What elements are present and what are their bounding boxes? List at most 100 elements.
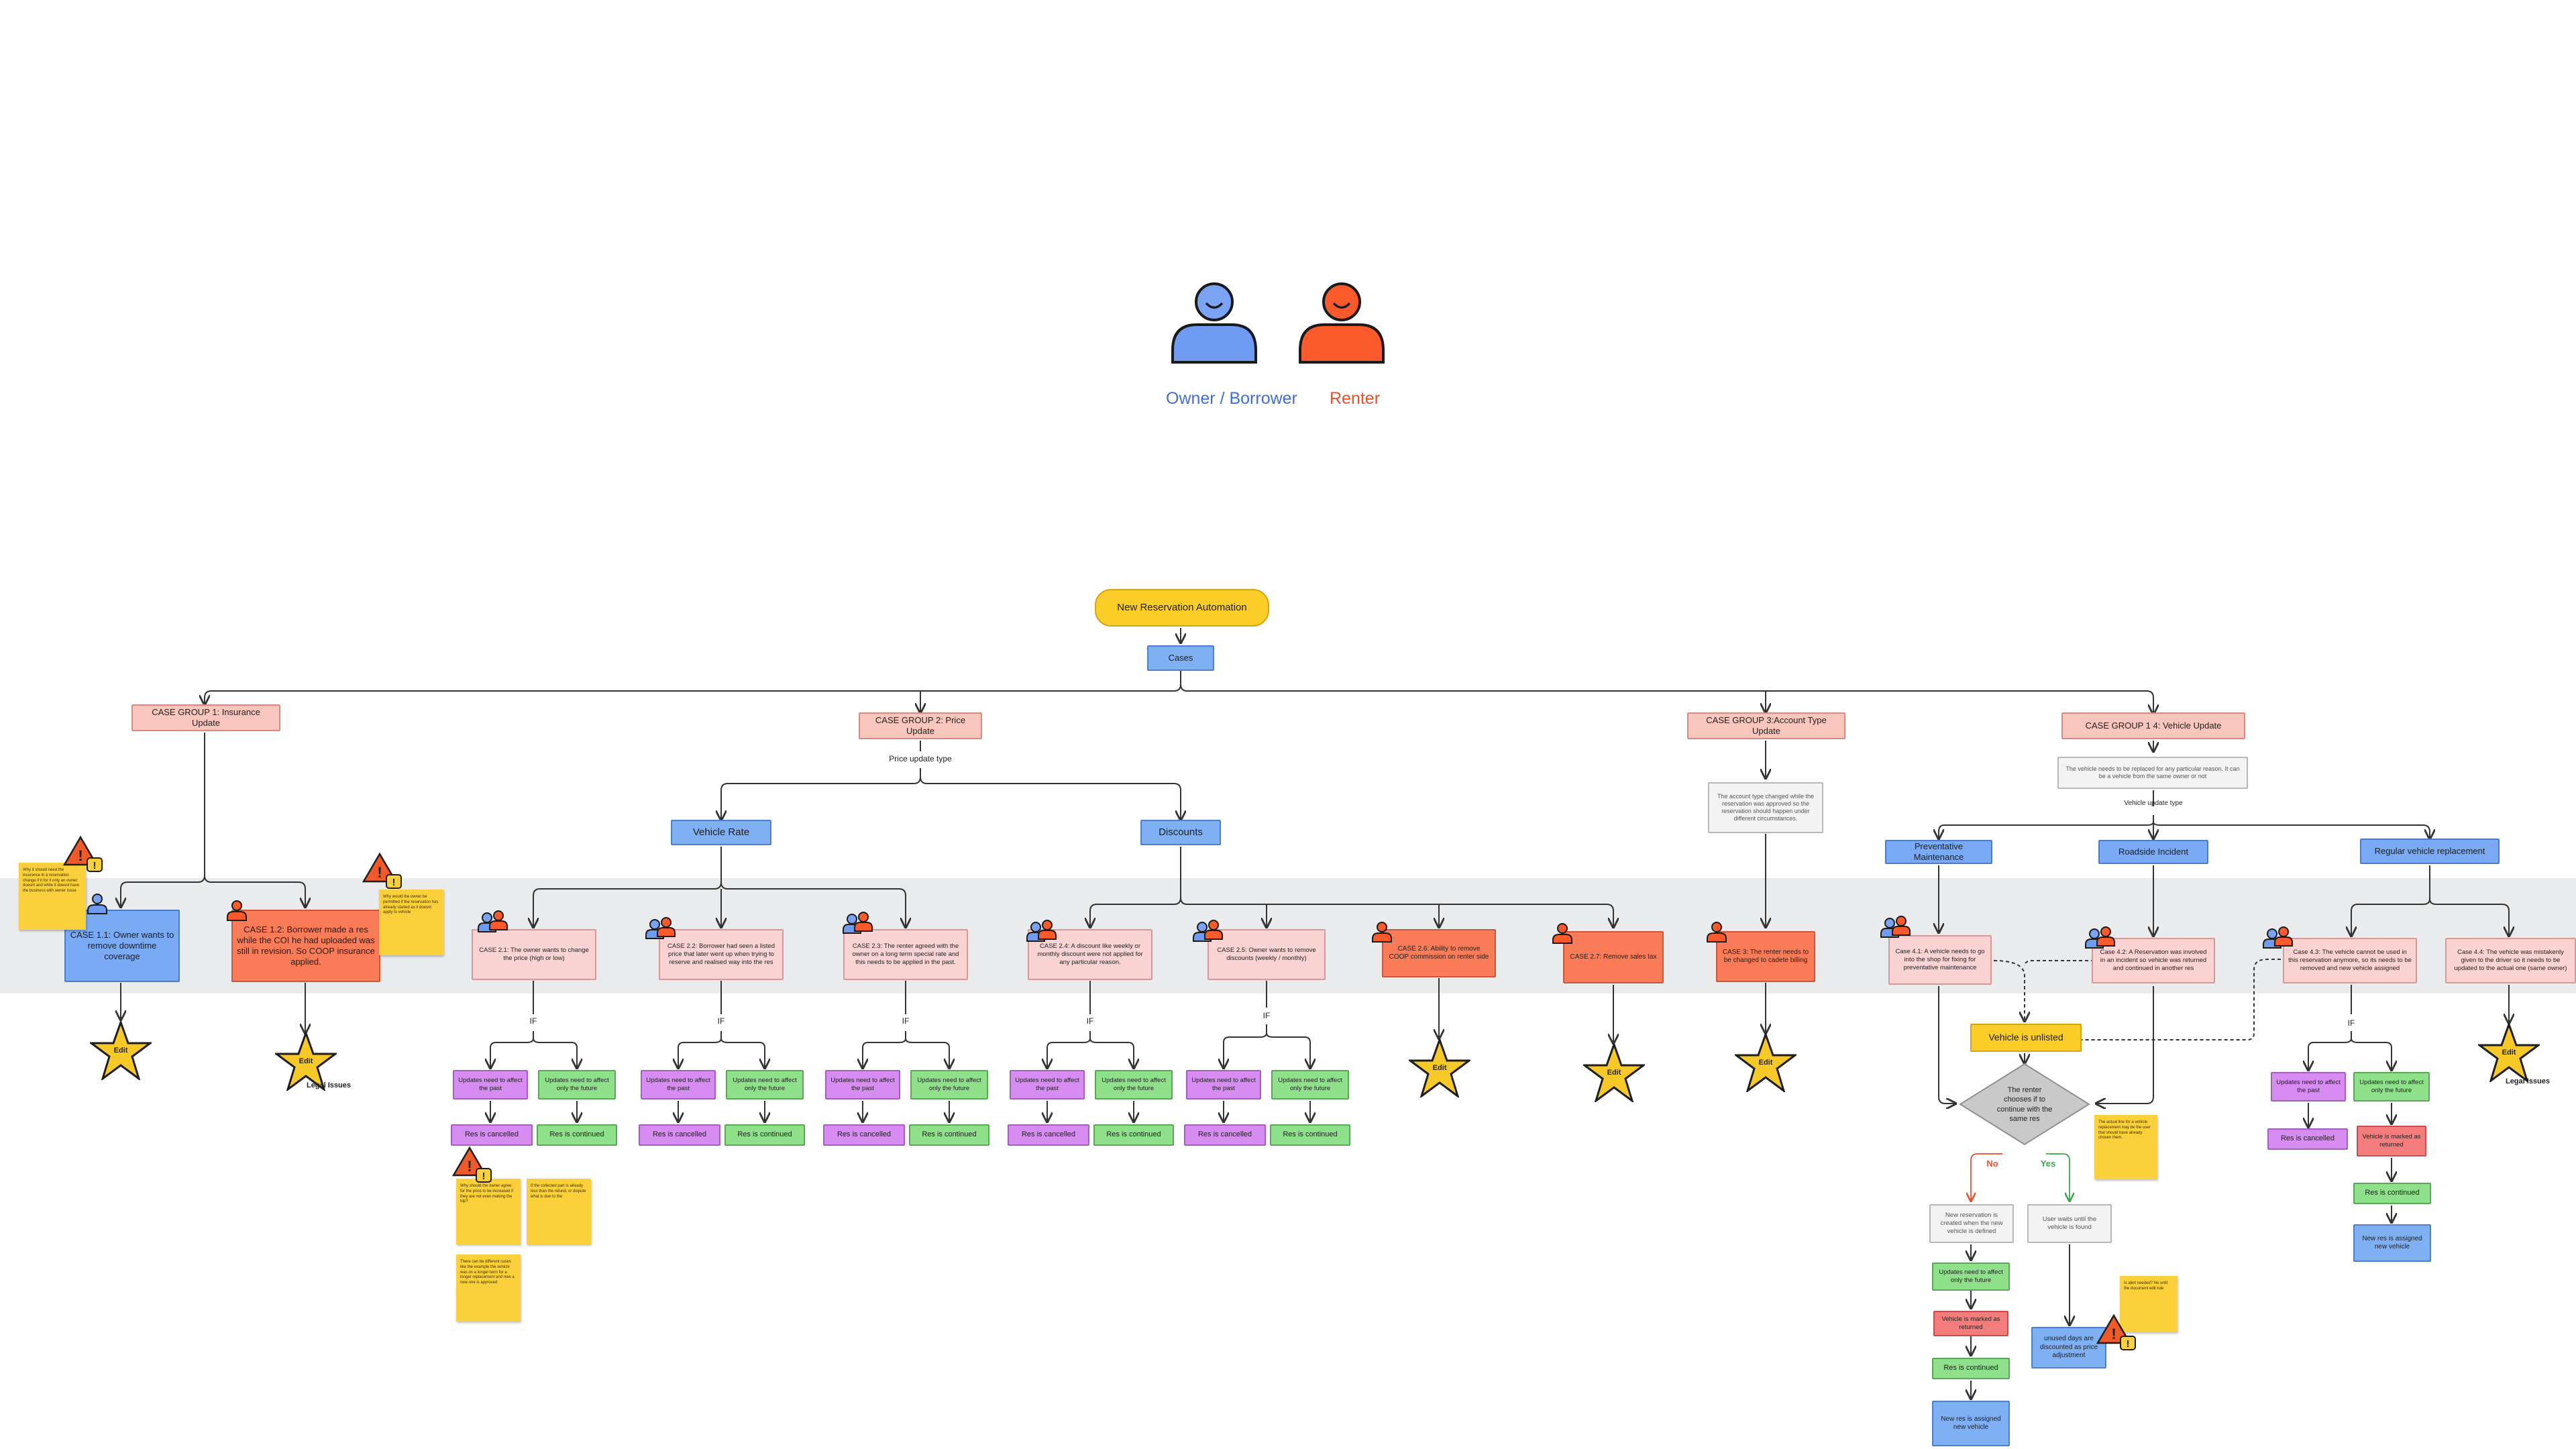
yes-label: Yes [2040,1159,2056,1169]
res-continued-node[interactable]: Res is continued [537,1124,617,1146]
edit-label: Edit [299,1057,313,1065]
legal-issues-label: Legal Issues [2505,1077,2551,1085]
affect-future-node[interactable]: Updates need to affect only the future [910,1070,988,1099]
warning-icon: ! ! [362,852,402,889]
affect-future-node[interactable]: Updates need to affect only the future [1095,1070,1173,1099]
svg-text:!: ! [78,847,83,864]
new-vehicle-node[interactable]: New res is assigned new vehicle [2353,1224,2431,1262]
owner-person-icon [1171,282,1257,364]
warning-icon: ! ! [2096,1313,2136,1350]
both-users-icon [1880,916,1911,938]
affect-past-node[interactable]: Updates need to affect the past [1186,1070,1261,1099]
case-1-2[interactable]: CASE 1.2: Borrower made a res while the … [231,910,380,982]
affect-past-node[interactable]: Updates need to affect the past [641,1070,716,1099]
edit-label: Edit [1432,1064,1447,1072]
res-continued-node[interactable]: Res is continued [2353,1183,2431,1204]
affect-past-node[interactable]: Updates need to affect the past [825,1070,900,1099]
preventative-maintenance-node[interactable]: Preventative Maintenance [1885,840,1992,864]
edit-star-icon [1409,1038,1470,1097]
new-res-assigned-node[interactable]: New res is assigned new vehicle [1932,1401,2010,1446]
svg-text:!: ! [467,1158,472,1175]
legal-issues-label: Legal Issues [306,1081,352,1089]
case-4-3[interactable]: Case 4.3: The vehicle cannot be used in … [2283,938,2417,983]
sticky-note[interactable]: Why would the owner be permitted if the … [379,890,443,955]
price-update-type-label: Price update type [889,754,952,763]
res-cancelled-node[interactable]: Res is cancelled [1184,1124,1266,1146]
vehicle-rate-node[interactable]: Vehicle Rate [671,820,771,845]
res-cancelled-node[interactable]: Res is cancelled [639,1124,720,1146]
regular-replacement-node[interactable]: Regular vehicle replacement [2360,839,2500,864]
case-2-2[interactable]: CASE 2.2: Borrower had seen a listed pri… [659,929,784,980]
svg-text:!: ! [93,860,97,871]
case-2-7[interactable]: CASE 2.7: Remove sales tax [1563,931,1664,983]
case-group-2[interactable]: CASE GROUP 2: Price Update [859,712,982,739]
vehicle-update-type-label: Vehicle update type [2124,800,2183,807]
owner-legend-label: Owner / Borrower [1166,389,1297,408]
vehicle-unlisted-node[interactable]: Vehicle is unlisted [1970,1024,2082,1052]
new-reservation-node[interactable]: New reservation is created when the new … [1929,1204,2014,1243]
warning-icon: ! ! [452,1146,492,1183]
edit-label: Edit [2502,1049,2516,1057]
discounts-node[interactable]: Discounts [1140,820,1221,845]
case-2-5[interactable]: CASE 2.5: Owner wants to remove discount… [1208,929,1326,980]
both-users-icon [2263,926,2293,949]
edit-label: Edit [1607,1069,1621,1077]
edit-star-icon [275,1032,337,1091]
both-users-icon [1193,920,1223,942]
g4-intro-note: The vehicle needs to be replaced for any… [2057,757,2248,789]
both-users-icon [843,912,873,934]
res-continued-node[interactable]: Res is continued [909,1124,989,1146]
affect-past-node[interactable]: Updates need to affect the past [1010,1070,1085,1099]
case-4-1[interactable]: Case 4.1: A vehicle needs to go into the… [1888,935,1992,985]
renter-icon [1372,922,1392,943]
sticky-note[interactable]: There can be different cases like the ex… [456,1254,521,1322]
user-waits-node[interactable]: User waits until the vehicle is found [2027,1204,2112,1243]
case-group-1[interactable]: CASE GROUP 1: Insurance Update [131,704,280,731]
warning-icon: ! ! [63,835,103,872]
affect-future-node[interactable]: Updates need to affect only the future [2353,1072,2430,1102]
res-continued-node[interactable]: Res is continued [724,1124,805,1146]
res-cancelled-node[interactable]: Res is cancelled [1008,1124,1089,1146]
if-label: IF [529,1016,537,1026]
res-continued-node[interactable]: Res is continued [1093,1124,1174,1146]
res-cancelled-node[interactable]: Res is cancelled [451,1124,533,1146]
both-users-icon [2085,926,2115,949]
sticky-note[interactable]: Why it should need the insurance in a re… [19,863,86,930]
case-4-4[interactable]: Case 4.4: The vehicle was mistakenly giv… [2445,938,2576,983]
res-continued-node[interactable]: Res is continued [1932,1358,2010,1379]
sticky-note[interactable]: Why should the owner agree for the price… [456,1179,521,1244]
svg-text:!: ! [2111,1326,2116,1342]
affect-future-node[interactable]: Updates need to affect only the future [1932,1263,2010,1291]
edit-star-icon [1735,1033,1796,1092]
sticky-note[interactable]: The actual line for a vehicle replacemen… [2094,1115,2157,1179]
res-cancelled-node[interactable]: Res is cancelled [2267,1128,2348,1150]
unused-days-node[interactable]: unused days are discounted as price adju… [2031,1327,2106,1368]
res-cancelled-node[interactable]: Res is cancelled [823,1124,905,1146]
if-label: IF [902,1016,910,1026]
renter-icon [1552,923,1572,944]
both-users-icon [478,910,508,932]
sticky-note[interactable]: Is alert needed? No until the document e… [2120,1276,2178,1332]
case-group-4[interactable]: CASE GROUP 1 4: Vehicle Update [2061,712,2245,739]
res-continued-node[interactable]: Res is continued [1270,1124,1350,1146]
affect-future-node[interactable]: Updates need to affect only the future [726,1070,804,1099]
affect-past-node[interactable]: Updates need to affect the past [2271,1072,2346,1102]
case-3[interactable]: CASE 3: The renter needs to be changed t… [1716,931,1815,982]
case-2-3[interactable]: CASE 2.3: The renter agreed with the own… [843,929,968,980]
affect-past-node[interactable]: Updates need to affect the past [453,1070,528,1099]
sticky-note[interactable]: If the collected part is already less th… [527,1179,591,1244]
affect-future-node[interactable]: Updates need to affect only the future [538,1070,616,1099]
case-group-3[interactable]: CASE GROUP 3:Account Type Update [1687,712,1845,739]
case-2-6[interactable]: CASE 2.6: Ability to remove COOP commiss… [1382,929,1496,977]
root-node[interactable]: New Reservation Automation [1095,589,1269,627]
decision-text: The renter chooses if to continue with t… [1996,1086,2053,1123]
case-2-1[interactable]: CASE 2.1: The owner wants to change the … [472,929,596,980]
vehicle-marked-returned-node[interactable]: Vehicle is marked as returned [2357,1126,2426,1157]
both-users-icon [645,917,676,939]
roadside-incident-node[interactable]: Roadside Incident [2098,840,2208,864]
decision-diamond[interactable] [1959,1063,2090,1146]
affect-future-node[interactable]: Updates need to affect only the future [1271,1070,1349,1099]
vehicle-returned-node[interactable]: Vehicle is marked as returned [1933,1311,2008,1336]
cases-node[interactable]: Cases [1147,645,1214,671]
